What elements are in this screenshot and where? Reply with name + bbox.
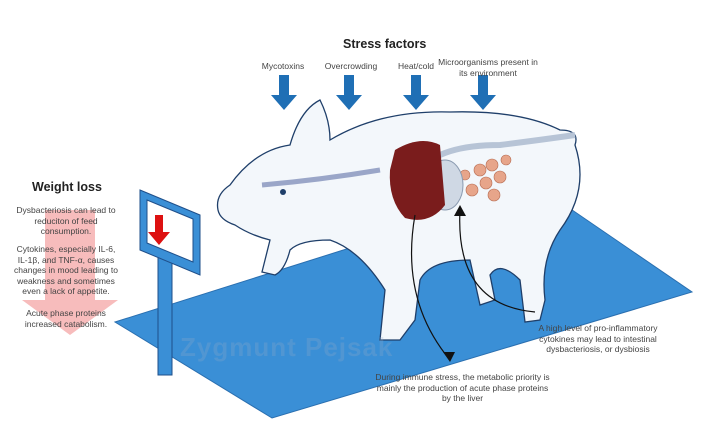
weight-loss-text: Dysbacteriosis can lead to reduciton of … xyxy=(16,205,116,236)
stress-factor-label: Heat/cold xyxy=(398,61,434,71)
intestine-pointer xyxy=(459,209,536,313)
scale-icon xyxy=(139,189,201,376)
liver xyxy=(389,141,445,220)
liver-pointer xyxy=(410,214,451,361)
stress-factor-label: Overcrowding xyxy=(324,61,378,71)
stress-arrows xyxy=(271,75,496,110)
pig-illustration xyxy=(216,99,581,341)
stress-factors-title: Stress factors xyxy=(343,37,427,51)
weight-loss-heading: Weight loss xyxy=(32,180,102,194)
weight-loss-text: Acute phase proteins increased catabolis… xyxy=(24,308,108,329)
intestine-annotation: A high level of pro-inflammatory cytokin… xyxy=(538,323,658,354)
stress-factor-label: Microorganisms present in its environmen… xyxy=(438,57,538,78)
weight-loss-arrow xyxy=(22,210,118,335)
liver-annotation: During immune stress, the metabolic prio… xyxy=(375,372,550,403)
stress-factor-label: Mycotoxins xyxy=(261,61,305,71)
weight-loss-text: Cytokines, especially IL-6, IL-1β, and T… xyxy=(14,244,118,296)
watermark: Zygmunt Pejsak xyxy=(180,332,394,362)
